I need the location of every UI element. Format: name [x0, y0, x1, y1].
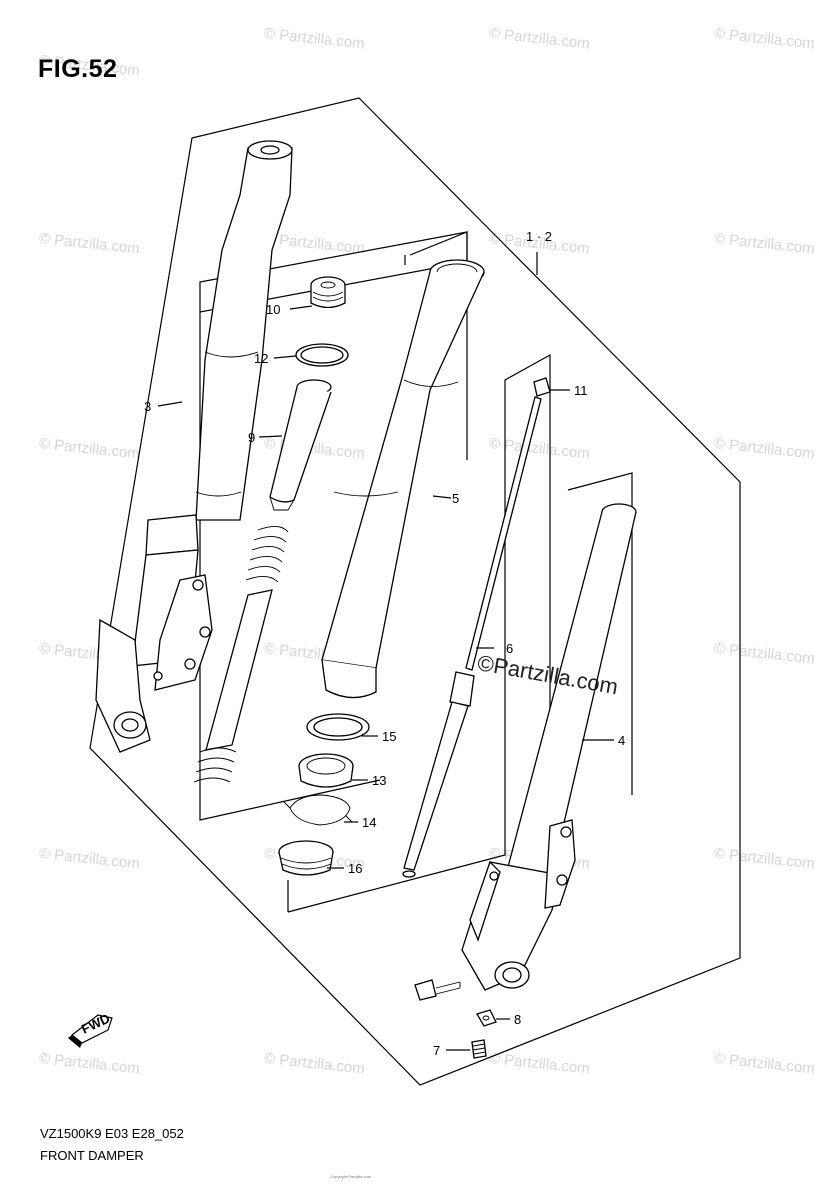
- part-6-damper-rod: [402, 396, 542, 878]
- part-14-stopper-ring: [283, 794, 353, 826]
- copyright-line: Copyright Partzilla.com: [330, 1174, 372, 1179]
- part-8-gasket: [476, 1009, 497, 1027]
- part-9-spacer: [269, 379, 332, 511]
- part-10-cap-bolt: [310, 276, 346, 309]
- callout-7: 7: [433, 1043, 440, 1058]
- callout-9: 9: [248, 430, 255, 445]
- callout-1-2: 1 · 2: [526, 229, 552, 244]
- callout-14: 14: [362, 815, 376, 830]
- callout-16: 16: [348, 861, 362, 876]
- part-16-bushing: [278, 840, 334, 876]
- figure-title: FIG.52: [38, 55, 118, 83]
- leader-5: [432, 495, 452, 499]
- section-name: FRONT DAMPER: [40, 1148, 144, 1163]
- part-4-outer-leg: [461, 503, 637, 991]
- part-15-dust-seal: [306, 713, 370, 741]
- part-7-bolt: [471, 1039, 487, 1059]
- callout-3: 3: [144, 399, 151, 414]
- leader-12: [273, 355, 297, 359]
- callout-6: 6: [506, 641, 513, 656]
- callout-5: 5: [452, 491, 459, 506]
- assembly-frame-outline: [89, 97, 741, 1086]
- callout-8: 8: [514, 1012, 521, 1027]
- panel-b-edge: [409, 231, 468, 460]
- callout-10: 10: [266, 302, 280, 317]
- leader-9: [258, 435, 283, 438]
- panel-c-edge: [567, 472, 633, 795]
- callout-13: 13: [372, 773, 386, 788]
- part-11-nut: [533, 377, 551, 397]
- axle-pinch-bolt: [414, 979, 461, 1001]
- part-5-inner-tube: [321, 259, 485, 699]
- callout-15: 15: [382, 729, 396, 744]
- leader-3: [157, 401, 183, 407]
- fwd-arrow-icon: FWD: [68, 1011, 113, 1048]
- model-code: VZ1500K9 E03 E28_052: [40, 1126, 184, 1141]
- callout-4: 4: [618, 733, 625, 748]
- leader-10: [289, 305, 313, 310]
- part-12-o-ring: [295, 343, 349, 367]
- callout-12: 12: [254, 351, 268, 366]
- part-13-oil-seal: [298, 753, 354, 788]
- part-3-outer-tube: [95, 140, 293, 753]
- fork-spring-assembly: [193, 526, 289, 783]
- callout-11: 11: [574, 383, 588, 398]
